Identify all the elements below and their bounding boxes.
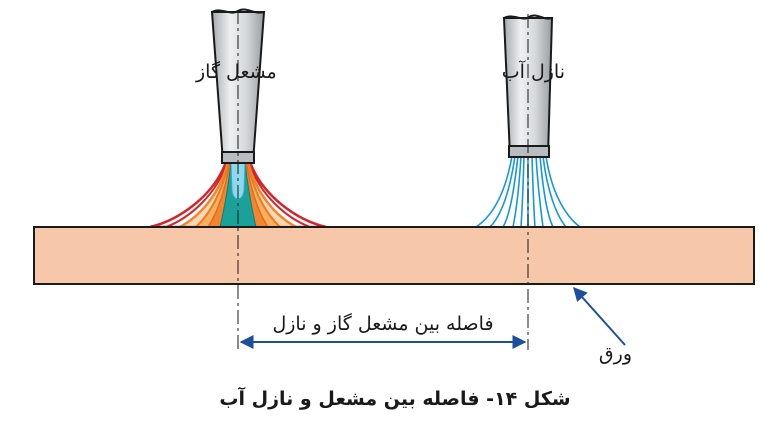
sheet-pointer-arrow xyxy=(573,286,626,346)
water-stream xyxy=(475,155,513,228)
water-stream xyxy=(542,155,567,228)
water-spray xyxy=(475,155,581,228)
water-stream xyxy=(545,155,581,228)
sheet-label: ورق xyxy=(599,343,632,365)
distance-label: فاصله بین مشعل گاز و نازل xyxy=(272,312,493,335)
water-stream xyxy=(512,155,522,228)
water-stream xyxy=(539,155,554,228)
water-stream xyxy=(502,155,519,228)
nozzle-top-break xyxy=(503,14,553,20)
water-stream xyxy=(489,155,516,228)
water-stream xyxy=(531,155,536,228)
figure-caption: شکل ۱۴- فاصله بین مشعل و نازل آب xyxy=(219,386,570,410)
water-stream xyxy=(535,155,544,228)
nozzle-body xyxy=(502,17,554,157)
work-sheet xyxy=(33,226,755,285)
water-nozzle xyxy=(502,14,554,158)
water-nozzle-label: نازل آب xyxy=(502,59,565,83)
nozzle-tip xyxy=(508,145,550,158)
water-stream xyxy=(520,155,525,228)
gas-torch-label: مشعل گاز xyxy=(195,60,277,83)
